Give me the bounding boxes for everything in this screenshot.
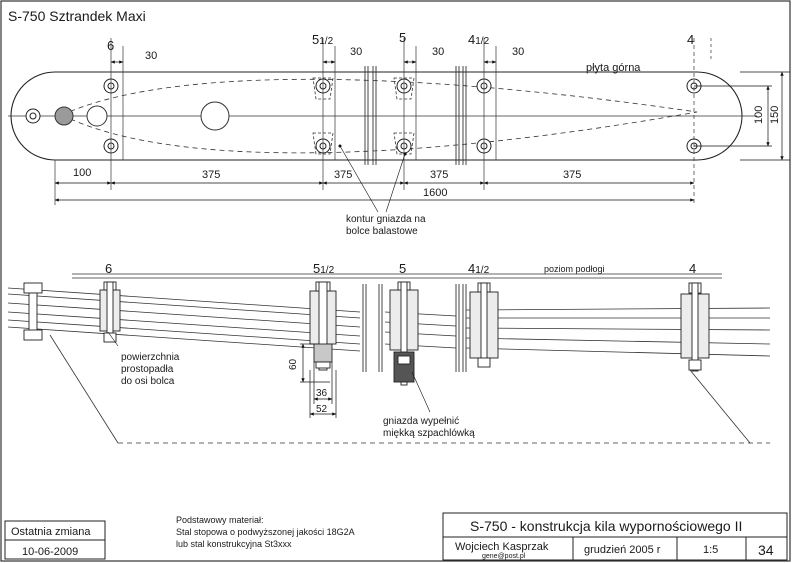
- ballast-contour: [61, 78, 698, 154]
- pocket-contour: [312, 77, 334, 100]
- title-block: S-750 - konstrukcja kila wypornościowego…: [442, 512, 788, 561]
- side-bolt-4: [680, 282, 710, 372]
- keel-layers: [7, 287, 771, 357]
- pocket-contour: [393, 132, 415, 155]
- fill-note: gniazda wypełnić: [383, 416, 459, 427]
- offset-dim-value: 30: [432, 46, 444, 58]
- width-dims: [694, 71, 790, 161]
- pocket-inner-value: 36: [316, 388, 328, 399]
- length-dim-value: 375: [334, 169, 352, 181]
- length-dims: [54, 181, 695, 202]
- top-station-label: 41/2: [468, 32, 490, 47]
- pocket-dims: [300, 343, 337, 418]
- side-bolt-front: [23, 282, 43, 341]
- length-dim-value: 100: [73, 167, 91, 179]
- top-station-label: 4: [687, 32, 694, 47]
- surface-note-leader: [107, 331, 119, 347]
- pocket-note: kontur gniazda na: [346, 214, 426, 225]
- length-dim-value: 375: [202, 169, 220, 181]
- top-station-label: 51/2: [312, 32, 334, 47]
- revision-block: Ostatnia zmiana 10-06-2009: [4, 520, 106, 560]
- length-dim-value: 375: [430, 169, 448, 181]
- width-inner-value: 100: [753, 106, 765, 124]
- title-block-author: Wojciech Kasprzak: [455, 541, 549, 553]
- offset-dim-value: 30: [512, 46, 524, 58]
- fill-note: miękką szpachlówką: [383, 428, 475, 439]
- pocket-note: bolce balastowe: [346, 226, 418, 237]
- lightening-hole-small: [86, 105, 108, 127]
- title-block-sheet: 34: [758, 542, 774, 558]
- material-line: Podstawowy materiał:: [176, 515, 264, 525]
- keel-plate-outline: [10, 71, 743, 161]
- title-block-title: S-750 - konstrukcja kila wypornościowego…: [470, 518, 742, 534]
- surface-note: do osi bolca: [121, 376, 175, 387]
- offset-dim-value: 30: [145, 50, 157, 62]
- top-station-label: 6: [107, 38, 114, 53]
- plate-label: płyta górna: [586, 62, 641, 74]
- side-station-label: 4: [689, 261, 696, 276]
- side-bolt-5-1-2: [309, 281, 337, 371]
- bolt-front: [25, 108, 41, 124]
- pocket-contour: [312, 132, 334, 155]
- hidden-line: [689, 369, 751, 444]
- front-hole: [54, 106, 74, 126]
- surface-note: powierzchnia: [121, 352, 180, 363]
- title-block-date: grudzień 2005 r: [584, 544, 661, 556]
- total-length-value: 1600: [423, 187, 447, 199]
- pocket-outer-value: 52: [316, 404, 328, 415]
- side-station-label: 51/2: [313, 261, 335, 276]
- top-view: 6 51/2 5 41/2 4 30 30 30 30 płyta górna …: [8, 30, 790, 237]
- material-line: lub stal konstrukcyjna St3xxx: [176, 539, 292, 549]
- title-block-scale: 1:5: [703, 544, 718, 556]
- pocket-note-leaders: [339, 145, 406, 213]
- side-break-lines: [362, 284, 467, 372]
- lightening-hole-large: [200, 101, 230, 131]
- drawing-title: S-750 Sztrandek Maxi: [8, 8, 146, 24]
- floor-label: poziom podłogi: [544, 264, 605, 274]
- side-station-label: 41/2: [468, 261, 490, 276]
- side-bolt-4-1-2: [469, 282, 499, 368]
- side-bolt-5: [389, 281, 419, 386]
- hidden-line: [49, 334, 119, 444]
- side-station-label: 5: [399, 261, 406, 276]
- surface-note: prostopadła: [121, 364, 174, 375]
- material-note: Podstawowy materiał: Stal stopowa o podw…: [176, 515, 355, 549]
- title-block-email: gene@post.pl: [482, 553, 526, 560]
- material-line: Stal stopowa o podwyższonej jakości 18G2…: [176, 527, 355, 537]
- revision-date: 10-06-2009: [22, 546, 78, 558]
- break-lines: [364, 66, 467, 165]
- revision-header: Ostatnia zmiana: [11, 526, 91, 538]
- side-view: poziom podłogi 6 51/2 5 41/2 4: [7, 261, 771, 444]
- length-dim-value: 375: [563, 169, 581, 181]
- offset-lines: [122, 46, 497, 160]
- pocket-contour: [393, 77, 415, 100]
- top-station-label: 5: [399, 30, 406, 45]
- offset-dim-value: 30: [350, 46, 362, 58]
- pocket-height-value: 60: [288, 358, 299, 370]
- width-outer-value: 150: [769, 106, 781, 124]
- fill-note-leader: [411, 371, 431, 413]
- side-bolt-6: [99, 281, 121, 343]
- side-station-label: 6: [105, 261, 112, 276]
